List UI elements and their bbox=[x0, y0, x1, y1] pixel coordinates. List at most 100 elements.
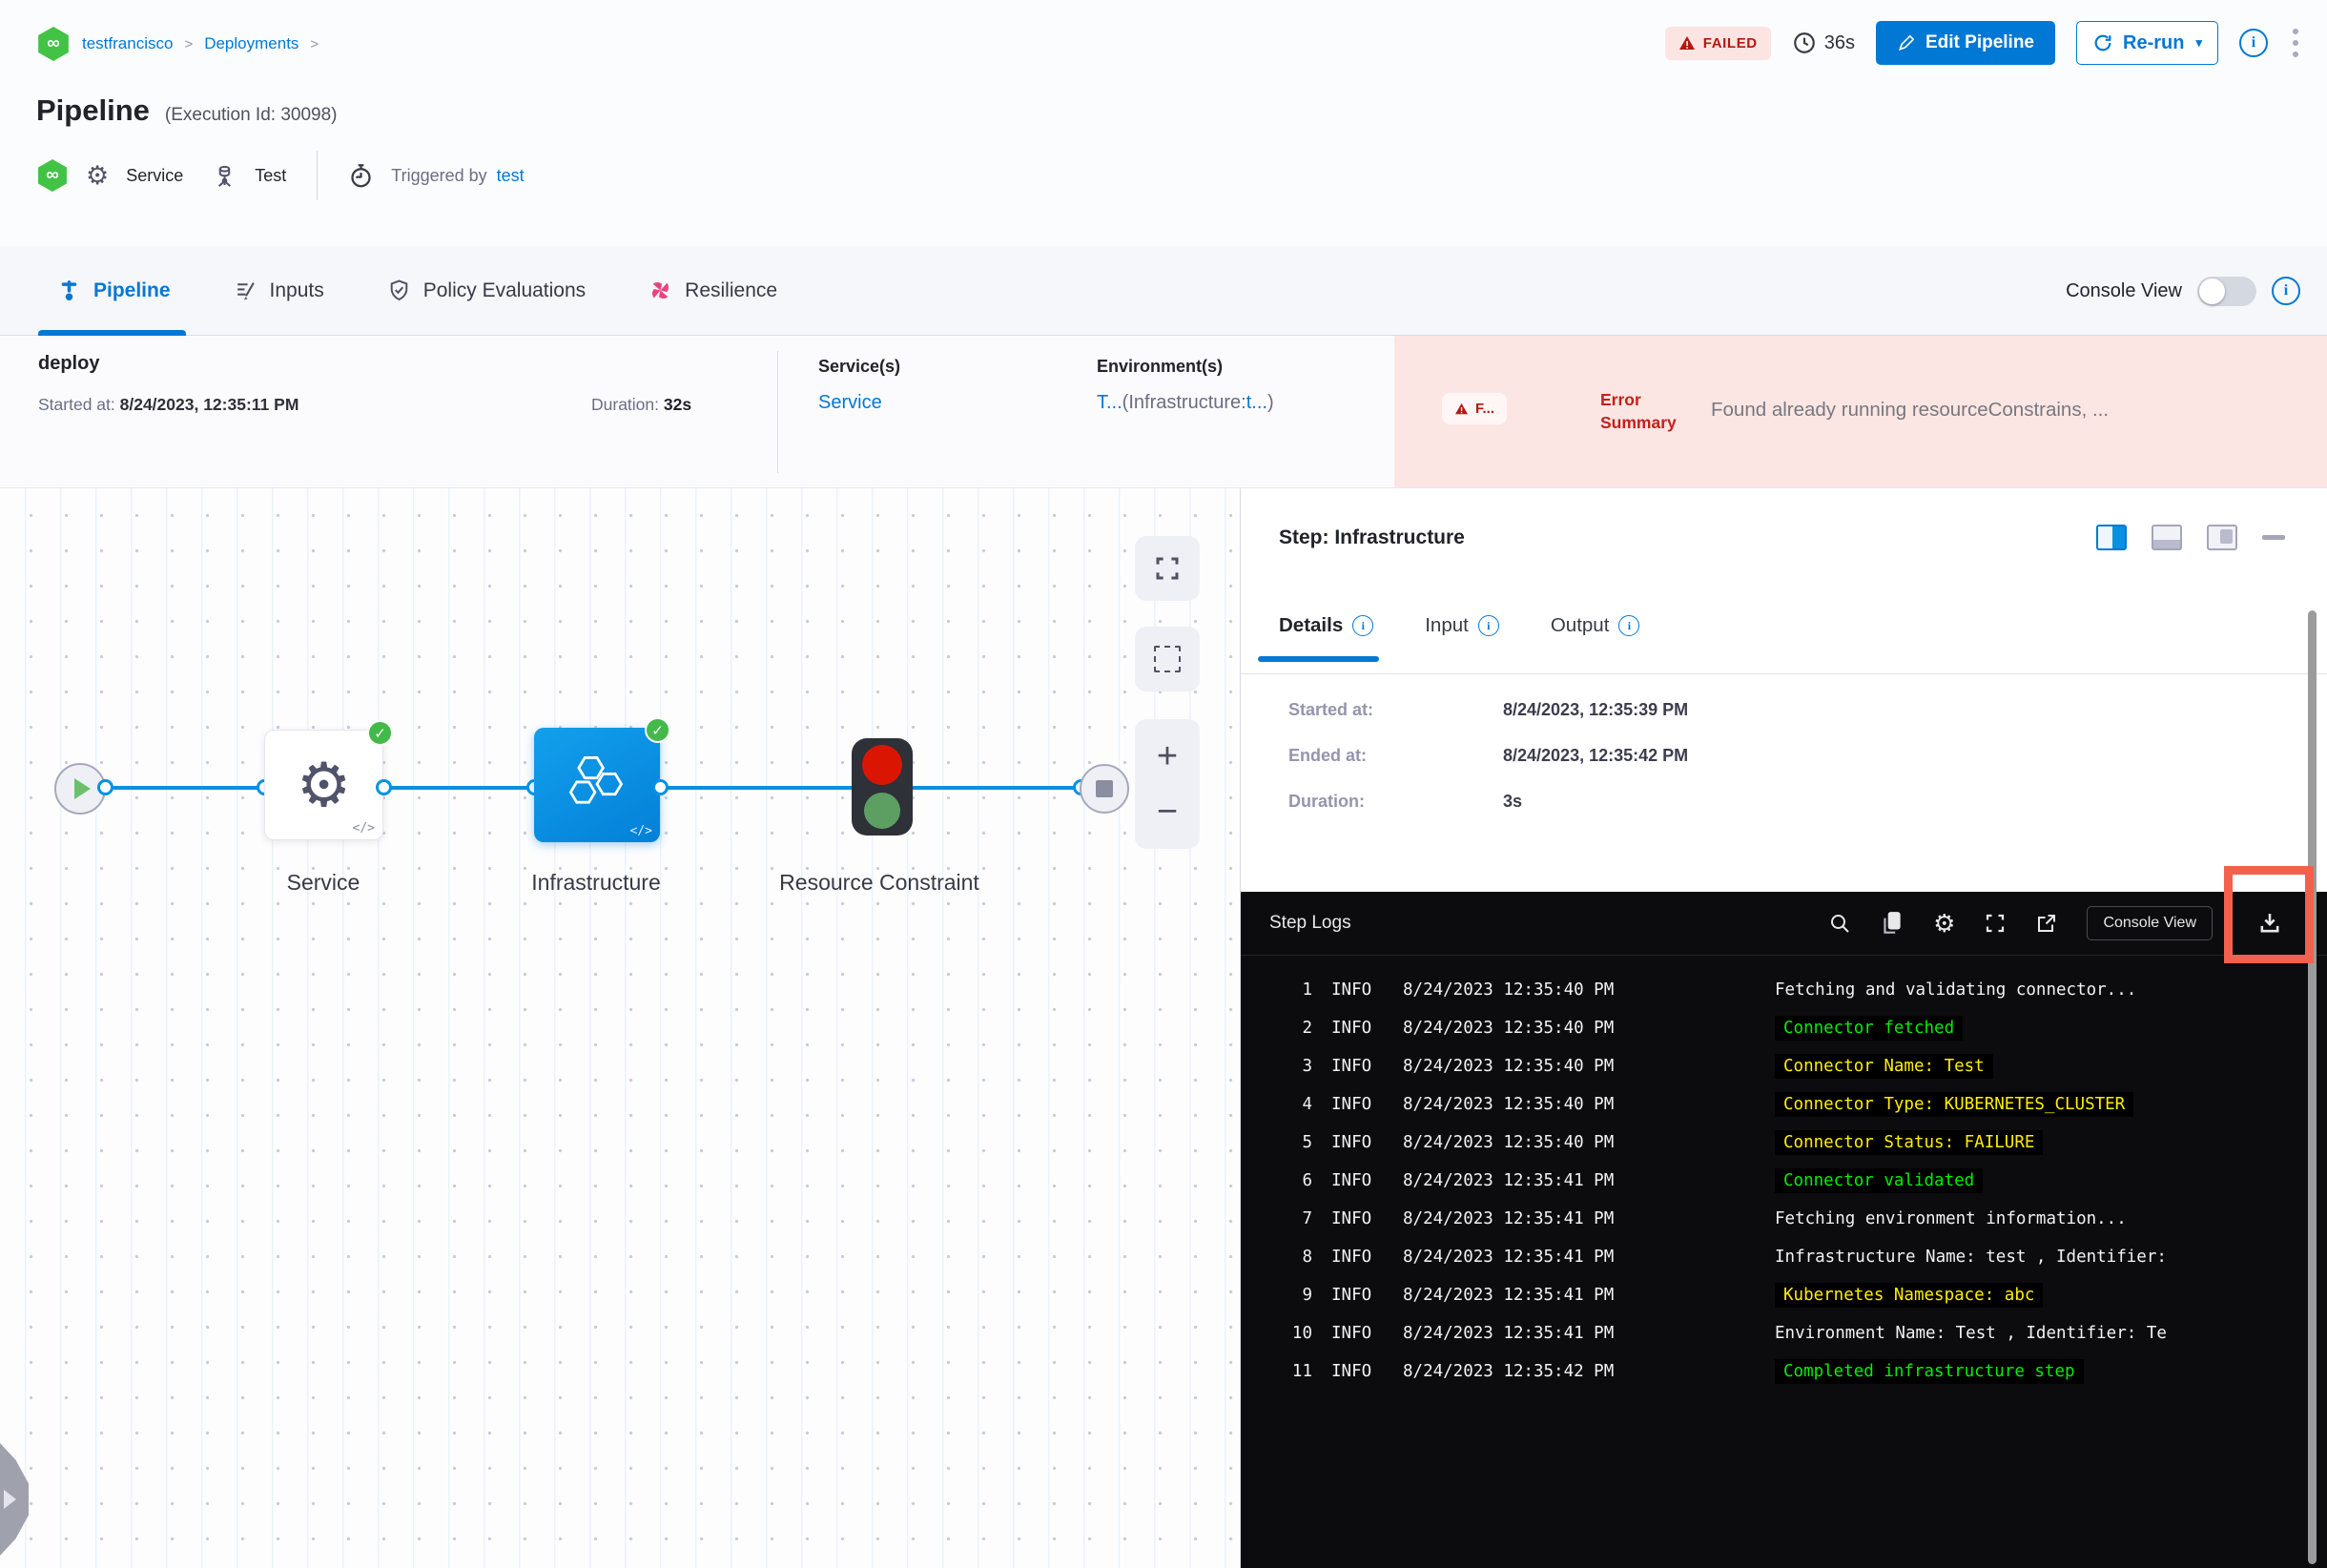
breadcrumb-separator: > bbox=[184, 35, 194, 52]
tab-output[interactable]: Output i bbox=[1551, 599, 1640, 652]
service-name[interactable]: Service bbox=[126, 165, 184, 185]
pipeline-icon bbox=[61, 280, 77, 301]
tab-input[interactable]: Input i bbox=[1425, 599, 1499, 652]
end-node[interactable] bbox=[1080, 764, 1129, 814]
environments-column: Environment(s) T...(Infrastructure:t...) bbox=[1097, 357, 1274, 413]
open-in-new-icon[interactable] bbox=[2035, 912, 2058, 935]
more-options-menu[interactable] bbox=[2289, 25, 2302, 61]
rerun-info-icon[interactable]: i bbox=[2239, 29, 2268, 57]
minimize-panel-button[interactable] bbox=[2262, 535, 2285, 540]
stop-icon bbox=[1096, 780, 1113, 797]
stage-name[interactable]: deploy bbox=[38, 353, 100, 374]
port bbox=[376, 779, 392, 795]
pencil-icon bbox=[1898, 34, 1915, 52]
step-logs-console: Step Logs ⚙ Console View bbox=[1241, 866, 2327, 1568]
pipeline-graph-canvas[interactable]: ⚙ </> ✓ </> ✓ Service Infrastructure Res… bbox=[0, 488, 1240, 1568]
tab-resilience[interactable]: Resilience bbox=[649, 246, 777, 336]
stopwatch-icon bbox=[351, 163, 371, 187]
play-icon bbox=[73, 778, 91, 799]
input-info-icon[interactable]: i bbox=[1477, 615, 1499, 636]
search-icon[interactable] bbox=[1828, 912, 1851, 935]
step-node-resource-constraint[interactable] bbox=[852, 738, 913, 836]
log-timestamp: 8/24/2023 12:35:41 PM bbox=[1403, 1248, 1615, 1267]
triggered-by-user-link[interactable]: test bbox=[496, 165, 525, 185]
log-message: Fetching environment information... bbox=[1775, 1209, 2127, 1228]
tab-details[interactable]: Details i bbox=[1257, 599, 1380, 662]
log-message: Connector fetched bbox=[1775, 1016, 1964, 1041]
console-view-button[interactable]: Console View bbox=[2087, 906, 2213, 940]
layout-overlay-panel-icon[interactable] bbox=[2207, 525, 2237, 550]
harness-module-icon: ∞ bbox=[38, 27, 69, 61]
step-node-infrastructure[interactable]: </> ✓ bbox=[534, 717, 670, 842]
green-light bbox=[864, 792, 900, 829]
zoom-in-button[interactable]: + bbox=[1156, 736, 1179, 776]
hexagons-icon bbox=[568, 756, 624, 804]
node-label-service: Service bbox=[286, 870, 360, 895]
settings-gear-icon[interactable]: ⚙ bbox=[1933, 908, 1956, 938]
stage-duration: Duration: 32s bbox=[591, 395, 692, 414]
stage-failed-badge: F... bbox=[1442, 393, 1508, 424]
rerun-button[interactable]: Re-run ▾ bbox=[2076, 21, 2218, 65]
log-timestamp: 8/24/2023 12:35:40 PM bbox=[1403, 1133, 1615, 1152]
log-timestamp: 8/24/2023 12:35:41 PM bbox=[1403, 1324, 1615, 1343]
zoom-out-button[interactable]: − bbox=[1156, 792, 1179, 832]
fullscreen-icon[interactable] bbox=[1984, 912, 2007, 935]
warning-triangle-icon bbox=[1678, 36, 1695, 50]
output-info-icon[interactable]: i bbox=[1618, 615, 1640, 636]
marquee-icon bbox=[1154, 646, 1181, 672]
step-logs-header: Step Logs ⚙ Console View bbox=[1241, 866, 2327, 963]
breadcrumb-project-link[interactable]: testfrancisco bbox=[82, 34, 174, 52]
layout-right-panel-icon[interactable] bbox=[2096, 525, 2127, 550]
console-view-info-icon[interactable]: i bbox=[2272, 277, 2300, 305]
code-tag: </> bbox=[352, 821, 375, 836]
log-message: Kubernetes Namespace: abc bbox=[1775, 1283, 2044, 1308]
tab-pipeline[interactable]: Pipeline bbox=[38, 246, 186, 336]
marquee-select-button[interactable] bbox=[1135, 627, 1200, 691]
red-light bbox=[862, 745, 902, 786]
console-view-toggle[interactable] bbox=[2197, 276, 2256, 306]
copy-icon[interactable] bbox=[1880, 910, 1905, 937]
execution-tabbar: Pipeline Inputs Policy Evaluations Resil… bbox=[0, 246, 2327, 336]
tab-inputs[interactable]: Inputs bbox=[234, 246, 324, 336]
step-node-service[interactable]: ⚙ </> ✓ bbox=[264, 720, 393, 840]
elapsed-time: 36s bbox=[1792, 31, 1855, 55]
log-message: Connector Type: KUBERNETES_CLUSTER bbox=[1775, 1092, 2134, 1117]
vertical-scrollbar[interactable] bbox=[2308, 610, 2317, 1564]
log-line-number: 2 bbox=[1302, 1019, 1312, 1038]
log-level: INFO bbox=[1331, 1362, 1372, 1381]
fit-to-screen-button[interactable] bbox=[1135, 536, 1200, 601]
breadcrumb-deployments-link[interactable]: Deployments bbox=[204, 34, 299, 52]
log-timestamp: 8/24/2023 12:35:40 PM bbox=[1403, 1019, 1615, 1038]
log-line-number: 10 bbox=[1291, 1324, 1312, 1343]
chevron-down-icon[interactable]: ▾ bbox=[2195, 35, 2202, 50]
expand-left-panel-handle[interactable] bbox=[0, 1443, 29, 1556]
log-line-number: 9 bbox=[1302, 1286, 1312, 1305]
environment-link[interactable]: T...(Infrastructure:t...) bbox=[1097, 392, 1274, 413]
log-line-number: 11 bbox=[1291, 1362, 1312, 1381]
service-link[interactable]: Service bbox=[818, 392, 882, 413]
log-message: Connector Name: Test bbox=[1775, 1054, 1993, 1079]
layout-bottom-panel-icon[interactable] bbox=[2152, 525, 2182, 550]
error-summary-label: Error Summary bbox=[1600, 390, 1677, 432]
log-level: INFO bbox=[1331, 1057, 1372, 1076]
tab-policy-evaluations[interactable]: Policy Evaluations bbox=[387, 246, 586, 336]
detail-row-duration: Duration: 3s bbox=[1288, 792, 1523, 811]
step-logs-toolbar: ⚙ Console View bbox=[1828, 906, 2298, 940]
step-panel-title: Step: Infrastructure bbox=[1279, 526, 1465, 548]
triggered-by-label: Triggered by bbox=[391, 165, 487, 185]
log-message: Environment Name: Test , Identifier: Te bbox=[1775, 1324, 2167, 1343]
download-logs-icon[interactable] bbox=[2256, 910, 2283, 937]
edit-pipeline-button[interactable]: Edit Pipeline bbox=[1875, 21, 2056, 65]
console-view-label: Console View bbox=[2066, 279, 2182, 301]
details-info-icon[interactable]: i bbox=[1352, 615, 1374, 636]
divider bbox=[777, 351, 778, 473]
environment-name[interactable]: Test bbox=[255, 165, 287, 185]
port bbox=[97, 779, 113, 795]
console-view-group: Console View i bbox=[2066, 246, 2300, 336]
